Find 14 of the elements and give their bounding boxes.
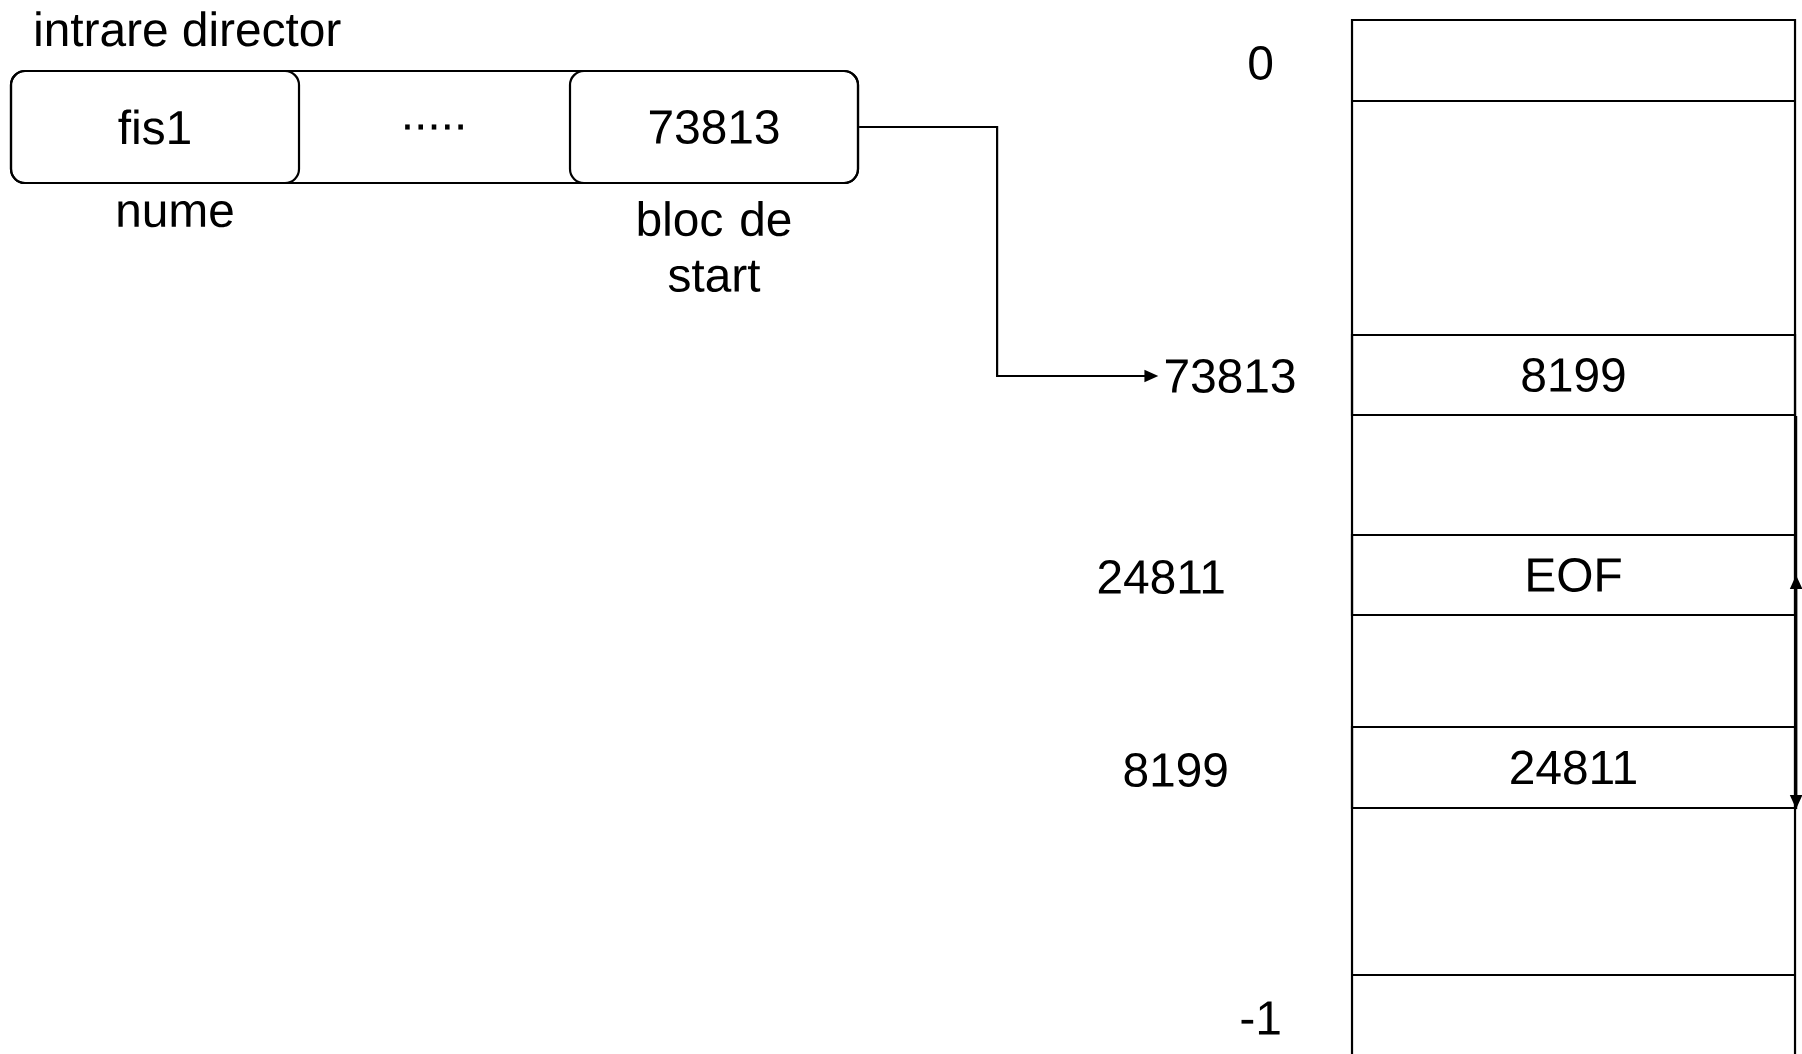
block-number: 24811 bbox=[1098, 560, 1224, 594]
block-number: 8199 bbox=[1124, 753, 1227, 787]
block-number: 0 bbox=[1249, 46, 1273, 80]
table-cell: 24811 bbox=[1350, 725, 1797, 810]
block-number: 73813 bbox=[1166, 359, 1295, 393]
table-cell: 8199 bbox=[1350, 333, 1797, 417]
ellipsis: ..... bbox=[405, 124, 463, 130]
table-cell: EOF bbox=[1350, 533, 1797, 617]
field-caption: bloc de start bbox=[638, 201, 791, 292]
block-number: -1 bbox=[1241, 1001, 1280, 1035]
field-caption: nume bbox=[118, 201, 233, 228]
field-box: 73813 bbox=[568, 69, 860, 185]
field-box: fis1 bbox=[9, 69, 301, 185]
title: intrare director bbox=[36, 11, 341, 47]
